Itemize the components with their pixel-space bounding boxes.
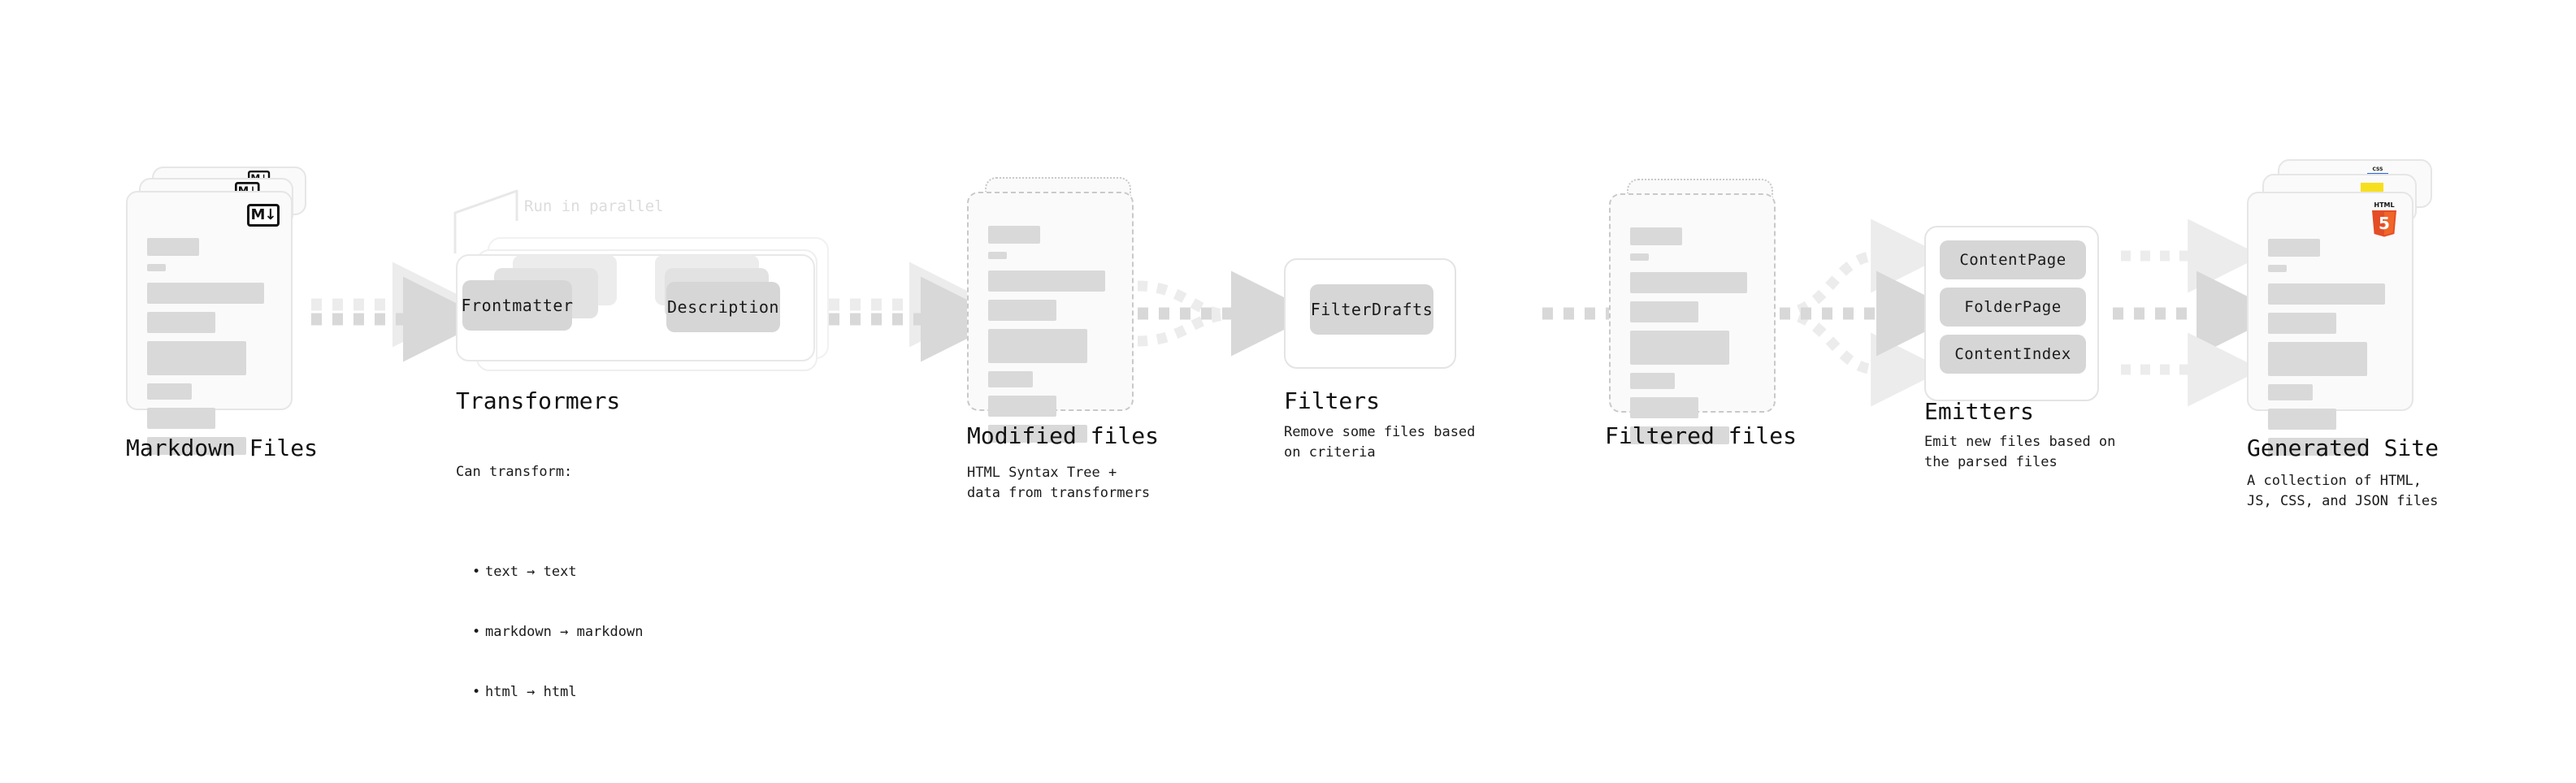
emitter-chip-contentindex[interactable]: ContentIndex	[1940, 335, 2086, 374]
generated-site-title: Generated Site	[2247, 435, 2439, 461]
filtered-files-stack	[1609, 179, 1788, 444]
css-icon-label: CSS	[2372, 167, 2383, 172]
run-in-parallel-annotation: Run in parallel	[524, 197, 664, 215]
emitter-chip-contentpage[interactable]: ContentPage	[1940, 240, 2086, 279]
transformer-chip-description-label: Description	[667, 297, 779, 317]
filters-subtitle: Remove some files based on criteria	[1284, 424, 1476, 461]
skeleton-bar	[2268, 342, 2368, 376]
pipeline-diagram: M↓ M↓ M↓ Markdown Files	[0, 0, 2576, 681]
skeleton-bar	[147, 312, 216, 333]
generated-doc-html: HTML 5	[2247, 192, 2413, 456]
skeleton-bar	[147, 437, 247, 455]
skeleton-bar	[988, 371, 1034, 387]
transformers-bullet: text → text	[472, 562, 643, 582]
skeleton-bar	[1630, 272, 1747, 293]
markdown-files-title: Markdown Files	[126, 435, 319, 461]
skeleton-bar	[1630, 426, 1730, 444]
arrow-markdown-to-transformers	[311, 262, 488, 362]
skeleton-bar	[988, 300, 1057, 321]
filtered-doc-front	[1609, 193, 1776, 444]
svg-text:HTML: HTML	[2374, 201, 2394, 209]
modified-files-stack	[967, 177, 1146, 443]
skeleton-bar	[2268, 265, 2287, 272]
modified-doc-front	[967, 192, 1134, 443]
svg-text:5: 5	[2379, 214, 2390, 233]
skeleton-bar	[988, 252, 1007, 259]
generated-site-stack: CSS HTML 5	[2247, 159, 2442, 456]
skeleton-bar	[1630, 253, 1649, 261]
markdown-skeleton-bars	[147, 238, 271, 463]
skeleton-bar	[2268, 239, 2321, 257]
transformers-bullet: html → html	[472, 682, 643, 703]
filter-chip-filterdrafts[interactable]: FilterDrafts	[1310, 284, 1433, 335]
markdown-files-stack: M↓ M↓ M↓	[126, 167, 317, 455]
markdown-icon: M↓	[247, 204, 280, 227]
skeleton-bar	[988, 425, 1088, 443]
filtered-skeleton-bars	[1630, 227, 1754, 452]
emitters-box: ContentPage FolderPage ContentIndex	[1924, 226, 2099, 401]
emitter-chip-folderpage[interactable]: FolderPage	[1940, 288, 2086, 327]
skeleton-bar	[1630, 227, 1683, 245]
modified-skeleton-bars	[988, 226, 1112, 451]
markdown-badge-letter-front: M	[250, 206, 265, 223]
generated-skeleton-bars	[2268, 239, 2392, 464]
skeleton-bar	[1630, 373, 1676, 389]
arrow-emitters-to-site	[2113, 218, 2282, 407]
arrow-transformers-to-modified	[829, 262, 1006, 362]
emitters-subtitle: Emit new files based on the parsed files	[1924, 434, 2116, 470]
markdown-doc-front: M↓	[126, 191, 293, 455]
skeleton-bar	[2268, 313, 2337, 334]
filter-chip-filterdrafts-label: FilterDrafts	[1310, 300, 1433, 319]
transformer-chip-frontmatter[interactable]: Frontmatter	[461, 280, 574, 331]
emitters-title: Emitters	[1924, 398, 2034, 425]
filtered-files-title: Filtered files	[1605, 422, 1798, 449]
skeleton-bar	[147, 341, 247, 375]
transformers-subtitle-line: Can transform:	[456, 464, 573, 481]
skeleton-bar	[2268, 409, 2337, 430]
emitter-chip-folderpage-label: FolderPage	[1964, 298, 2062, 316]
transformers-subtitle: Can transform: text → text markdown → ma…	[456, 422, 643, 783]
skeleton-bar	[988, 396, 1057, 417]
arrow-filtered-to-emitters	[1779, 218, 1962, 407]
skeleton-bar	[147, 408, 216, 429]
skeleton-bar	[2268, 438, 2368, 456]
skeleton-bar	[147, 383, 193, 400]
transformer-chip-description[interactable]: Description	[666, 282, 780, 332]
skeleton-bar	[1630, 331, 1730, 365]
skeleton-bar	[988, 270, 1105, 292]
skeleton-bar	[147, 283, 264, 304]
skeleton-bar	[988, 329, 1088, 363]
modified-files-subtitle: HTML Syntax Tree + data from transformer…	[967, 465, 1151, 501]
filters-box: FilterDrafts	[1284, 258, 1456, 369]
skeleton-bar	[147, 264, 166, 271]
modified-files-title: Modified files	[967, 422, 1160, 449]
skeleton-bar	[1630, 397, 1699, 418]
arrow-modified-to-filters	[1137, 270, 1316, 357]
transformer-chip-frontmatter-label: Frontmatter	[461, 296, 574, 315]
skeleton-bar	[147, 238, 200, 256]
emitter-chip-contentindex-label: ContentIndex	[1954, 345, 2071, 363]
html5-icon: HTML 5	[2368, 200, 2400, 237]
generated-site-subtitle: A collection of HTML, JS, CSS, and JSON …	[2247, 473, 2439, 509]
transformers-bullet: markdown → markdown	[472, 622, 643, 642]
skeleton-bar	[1630, 301, 1699, 322]
skeleton-bar	[2268, 283, 2385, 305]
transformers-bullet-list: text → text markdown → markdown html → h…	[456, 522, 643, 742]
skeleton-bar	[2268, 384, 2314, 400]
skeleton-bar	[988, 226, 1041, 244]
filters-title: Filters	[1284, 387, 1381, 414]
transformers-title: Transformers	[456, 387, 621, 414]
emitter-chip-contentpage-label: ContentPage	[1959, 251, 2066, 269]
